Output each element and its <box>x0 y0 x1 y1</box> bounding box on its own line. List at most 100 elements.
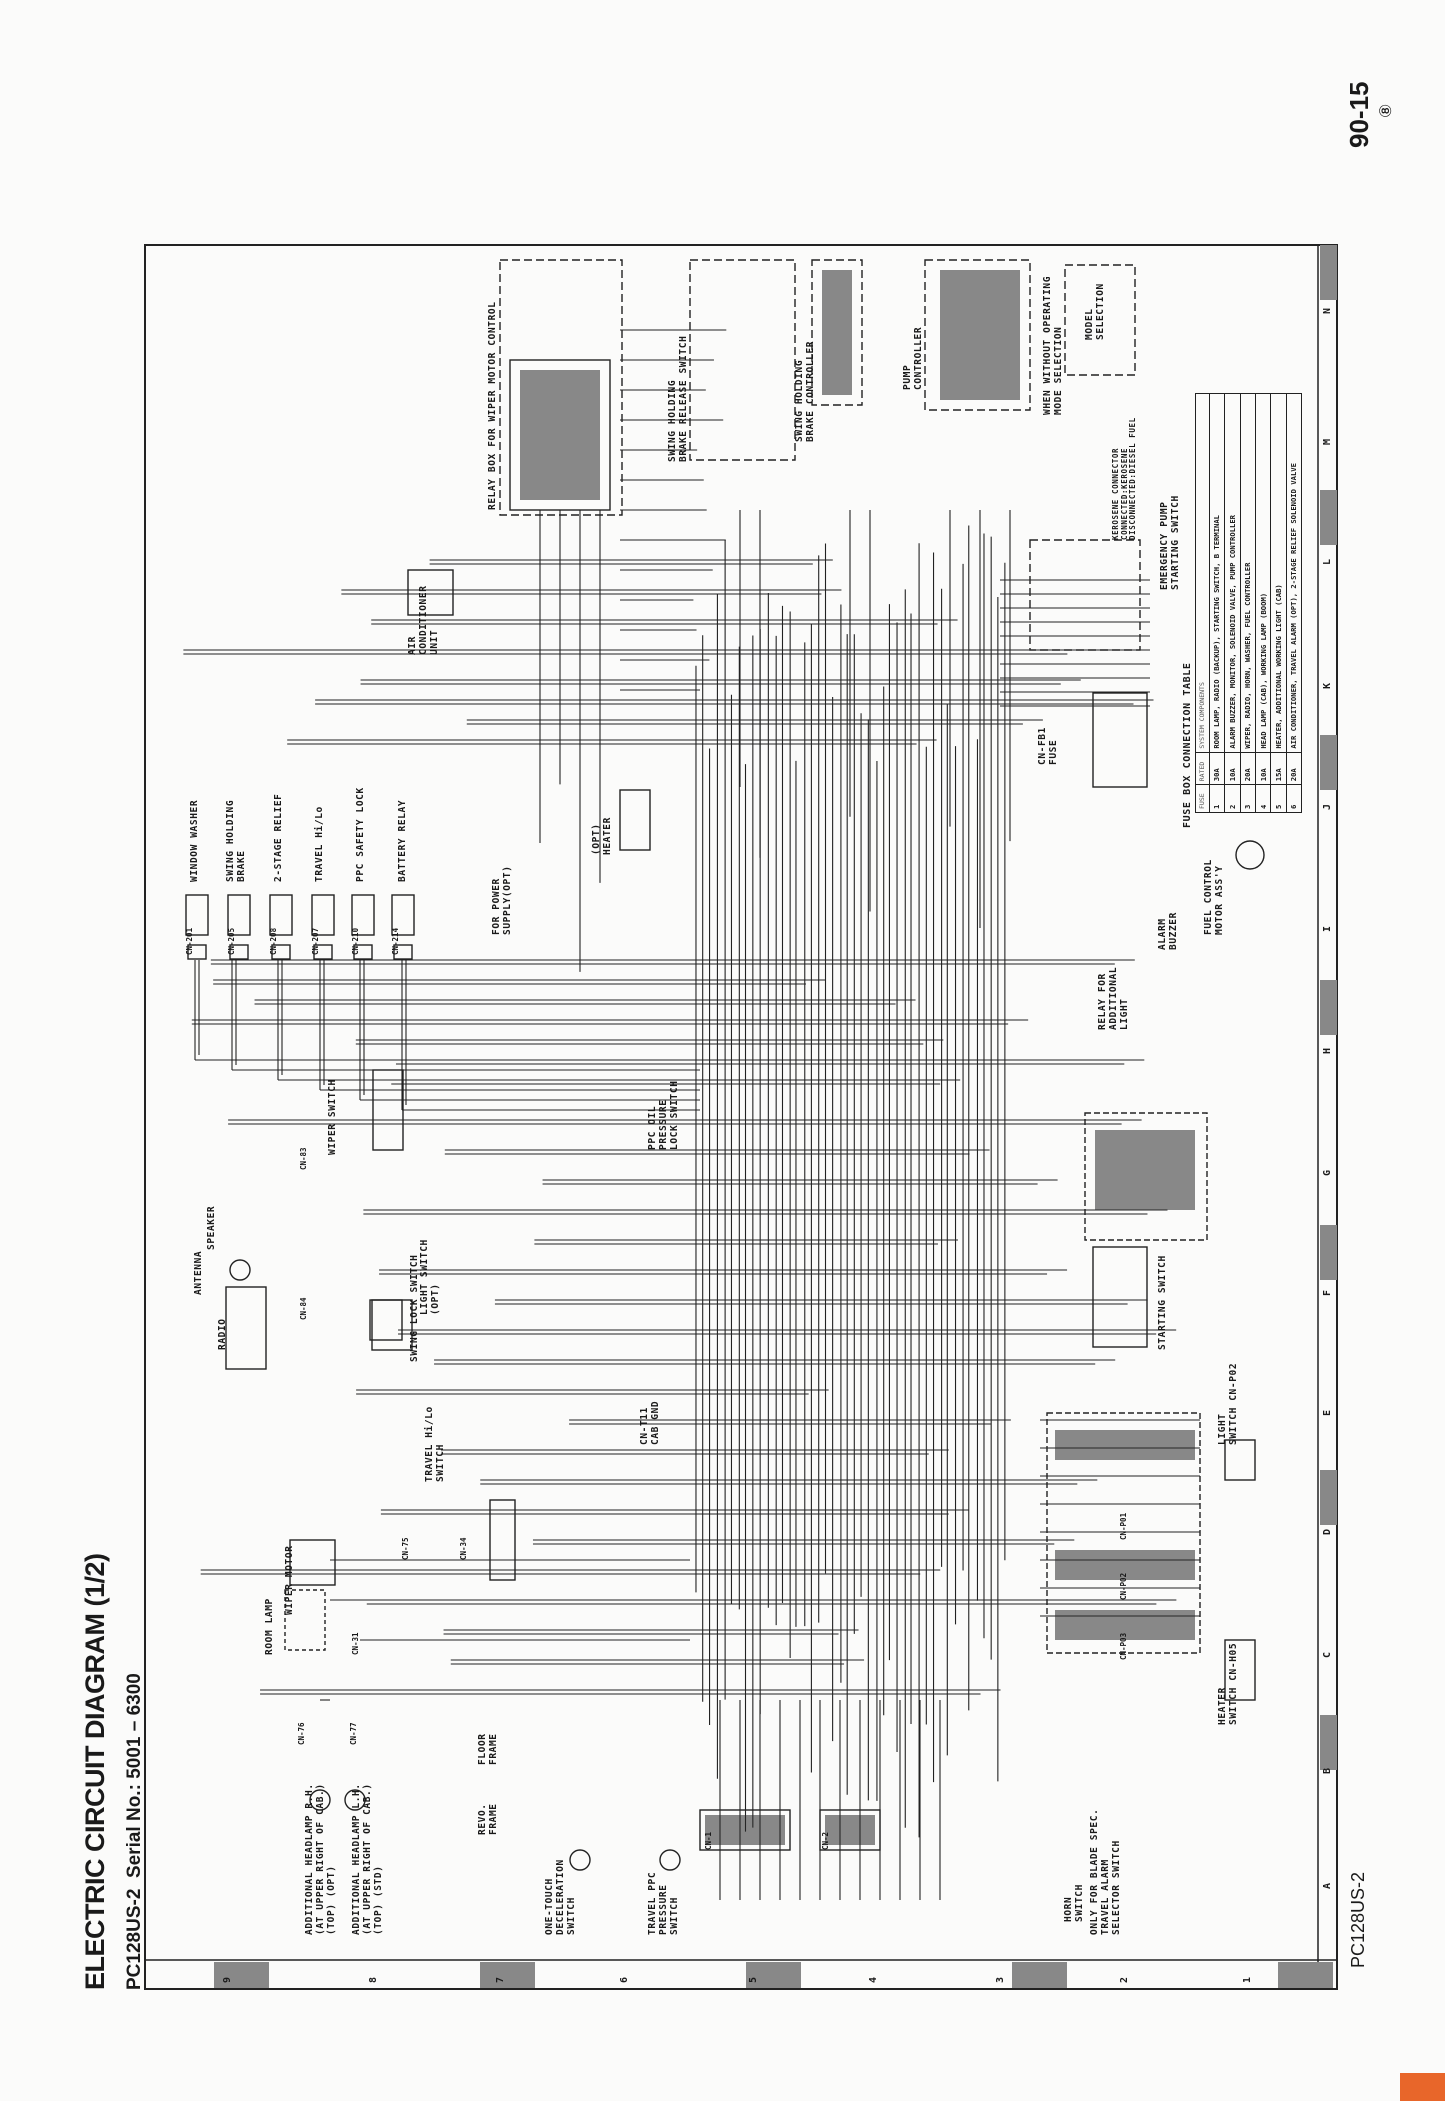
p01-terminals <box>1055 1430 1195 1460</box>
grid-hatch <box>1320 245 1337 300</box>
connector-cn1: CN-1 <box>704 1831 713 1850</box>
page-title: ELECTRIC CIRCUIT DIAGRAM (1/2) <box>80 1553 110 1991</box>
connector-housing <box>311 894 335 936</box>
fuse-col-header: FUSE <box>1195 784 1210 813</box>
fuse-rating: 20A <box>1286 752 1302 785</box>
grid-number: 8 <box>368 1976 379 1983</box>
fuse-components: ALARM BUZZER, MONITOR, SOLENOID VALVE, P… <box>1224 393 1241 753</box>
starting-switch-table <box>1092 1246 1148 1348</box>
page-subtitle: PC128US-2 Serial No.: 5001 – 6300 <box>124 1673 145 1990</box>
connector-housing <box>227 894 251 936</box>
lamp-symbol <box>344 1789 366 1811</box>
connector-cn83: CN-83 <box>299 1147 308 1170</box>
label-alarm-buzzer: ALARM BUZZER <box>1157 912 1179 950</box>
model-selection-box <box>1064 264 1136 376</box>
connector-housing <box>269 894 293 936</box>
lamp-symbol <box>569 1849 591 1871</box>
fuse-rating: 10A <box>1224 752 1241 785</box>
connector-p02: CN-P02 <box>1119 1572 1128 1600</box>
connector-cn205: CN-205 <box>227 927 236 955</box>
emergency-pump-box <box>1029 539 1141 651</box>
grid-letter: G <box>1322 1169 1333 1176</box>
grid-hatch <box>480 1962 535 1988</box>
fuse-rating: 30A <box>1209 752 1225 785</box>
radio <box>225 1286 267 1370</box>
cn2-terminals <box>825 1815 875 1845</box>
air-conditioner-connector <box>407 569 454 616</box>
label-travel-ppc: TRAVEL PPC PRESSURE SWITCH <box>647 1871 680 1935</box>
label-headlamp-rh: ADDITIONAL HEADLAMP R.H. (AT UPPER RIGHT… <box>304 1783 337 1935</box>
label-floor-frame: FLOOR FRAME <box>477 1733 499 1765</box>
connector-cn34: CN-34 <box>459 1537 468 1560</box>
fuse-no: 3 <box>1240 784 1256 813</box>
page-mark: ⑧ <box>1378 103 1395 118</box>
label-ppc-oil-switch: PPC OIL PRESSURE LOCK SWITCH <box>647 1080 680 1150</box>
fuse-components: HEATER, ADDITIONAL WORKING LIGHT (CAB) <box>1270 393 1287 753</box>
label-horn-switch: HORN SWITCH <box>1063 1884 1085 1922</box>
light-switch-table <box>1224 1439 1256 1481</box>
grid-letter: I <box>1322 925 1333 932</box>
fuse-no: 5 <box>1270 784 1287 813</box>
frame-border <box>144 244 1338 1990</box>
fuse-rating: 15A <box>1270 752 1287 785</box>
label-travel-alarm: ONLY FOR BLADE SPEC. TRAVEL ALARM SELECT… <box>1089 1808 1122 1935</box>
connector-cn84: CN-84 <box>299 1297 308 1320</box>
fuse-no: 1 <box>1209 784 1225 813</box>
label-swing-brake-controller: SWING HOLDING BRAKE CONTROLLER <box>794 340 816 442</box>
wiper-switch <box>372 1069 404 1151</box>
label-battery-relay: BATTERY RELAY <box>397 799 408 882</box>
fuse-rating: 10A <box>1255 752 1271 785</box>
swing-release-switch-box <box>689 259 796 461</box>
grid-hatch <box>1012 1962 1067 1988</box>
grid-hatch <box>1278 1962 1333 1988</box>
grid-strips <box>144 244 1338 1990</box>
label-light-switch-opt: LIGHT SWITCH (OPT) <box>419 1239 441 1315</box>
p03-terminals <box>1055 1610 1195 1640</box>
label-swing-lock-switch: SWING LOCK SWITCH <box>409 1254 420 1362</box>
connector-cn207: CN-207 <box>311 927 320 955</box>
cn2-connector <box>819 1809 881 1851</box>
connector-cn210: CN-210 <box>351 927 360 955</box>
grid-hatch <box>746 1962 801 1988</box>
grid-letter: E <box>1322 1409 1333 1416</box>
swing-brake-controller <box>811 259 863 406</box>
label-model-selection: MODEL SELECTION <box>1084 283 1106 340</box>
grid-hatch <box>1320 1715 1337 1770</box>
grid-letter: D <box>1322 1528 1333 1535</box>
light-switch-opt <box>369 1299 403 1341</box>
relay-box <box>499 259 623 516</box>
grid-number: 3 <box>995 1976 1006 1983</box>
relay-box-terminals <box>509 359 611 511</box>
label-wiper-switch: WIPER SWITCH <box>327 1079 338 1155</box>
grid-letter: L <box>1322 558 1333 565</box>
lamp-symbol <box>229 1259 251 1281</box>
grid-hatch <box>1320 735 1337 790</box>
label-heater: (OPT) HEATER <box>591 817 613 855</box>
connector-plug <box>187 944 207 960</box>
connector-p01: CN-P01 <box>1119 1512 1128 1540</box>
fuse-table-title: FUSE BOX CONNECTION TABLE <box>1182 662 1193 828</box>
label-mode-selection: WHEN WITHOUT OPERATING MODE SELECTION <box>1042 275 1064 415</box>
connector-housing <box>185 894 209 936</box>
circuit-diagram <box>144 244 1338 1990</box>
swing-lock-switch <box>371 1299 413 1351</box>
connector-plug <box>393 944 413 960</box>
label-relay-box: RELAY BOX FOR WIPER MOTOR CONTROL <box>487 301 498 510</box>
grid-hatch <box>1320 490 1337 545</box>
grid-letter: C <box>1322 1651 1333 1658</box>
grid-letter: J <box>1322 803 1333 810</box>
label-headlamp-lh: ADDITIONAL HEADLAMP L.H. (AT UPPER RIGHT… <box>351 1783 384 1935</box>
grid-hatch <box>1320 1225 1337 1280</box>
label-travel-hilo: TRAVEL Hi/Lo <box>314 806 325 882</box>
label-starting-switch: STARTING SWITCH <box>1157 1255 1168 1350</box>
fuse-no: 4 <box>1255 784 1271 813</box>
heater-box <box>619 789 651 851</box>
grid-number: 5 <box>748 1976 759 1983</box>
fuse-rating: 20A <box>1240 752 1256 785</box>
grid-hatch <box>1320 980 1337 1035</box>
grid-hatch <box>214 1962 269 1988</box>
